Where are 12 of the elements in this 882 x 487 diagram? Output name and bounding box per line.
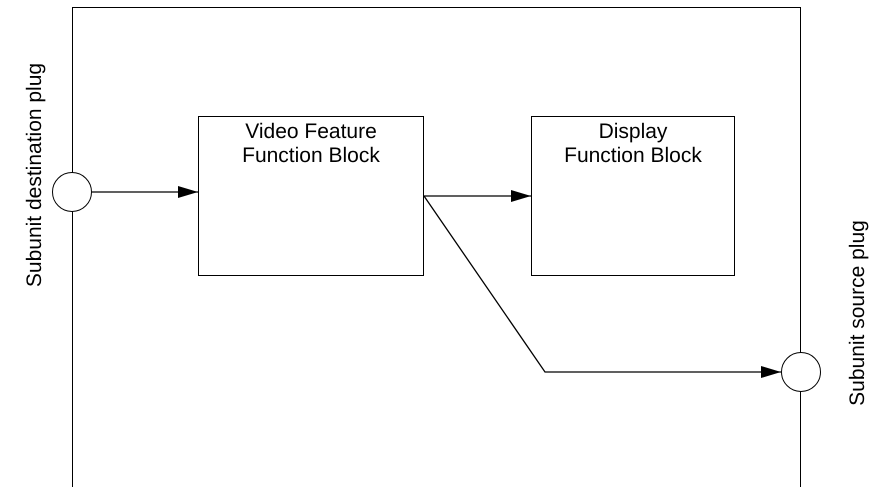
block-label: Video Feature Function Block [241,120,381,168]
function-block [531,116,735,276]
arrow [92,186,198,198]
arrow [424,190,531,202]
plug-label: Subunit destination plug [23,62,47,288]
arrow [423,196,781,378]
plug-label: Subunit source plug [846,220,870,406]
plug-circle [52,172,92,212]
block-label: Display Function Block [563,120,703,168]
subunit-frame [72,7,801,487]
function-block [198,116,424,276]
plug-circle [781,352,821,392]
